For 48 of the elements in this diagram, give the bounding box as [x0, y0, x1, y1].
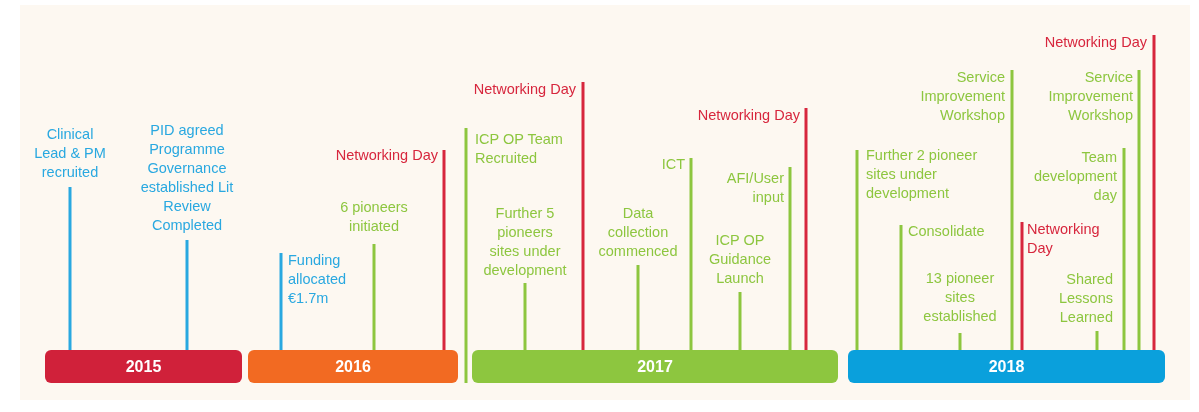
leader-line: [958, 333, 962, 350]
leader-line: [1095, 331, 1099, 350]
leader-line: [636, 265, 640, 350]
event-label: Further 5 pioneers sites under development: [483, 204, 567, 280]
event-label: Networking Day: [1027, 220, 1117, 258]
event-label: ICP OP Team Recruited: [475, 130, 585, 168]
leader-line: [689, 158, 693, 350]
event-label: PID agreed Programme Governance established Lit Review Completed: [140, 121, 234, 235]
event-label: Funding allocated €1.7m: [288, 251, 368, 308]
year-bar: 2018: [848, 350, 1165, 383]
leader-line: [442, 150, 446, 350]
event-label: Service Improvement Workshop: [900, 68, 1005, 125]
event-label: 13 pioneer sites established: [914, 269, 1006, 326]
leader-line: [899, 225, 903, 350]
event-label: Data collection commenced: [594, 204, 682, 261]
leader-line: [523, 283, 527, 350]
event-label: Shared Lessons Learned: [1040, 270, 1113, 327]
leader-line: [372, 244, 376, 350]
event-label: Clinical Lead & PM recruited: [30, 125, 110, 182]
year-bar: 2016: [248, 350, 458, 383]
leader-line: [1152, 35, 1156, 350]
leader-line: [279, 253, 283, 350]
leader-line: [1137, 70, 1141, 350]
year-bar: 2017: [472, 350, 838, 383]
event-label: Networking Day: [446, 80, 576, 99]
leader-line: [855, 150, 859, 350]
event-label: Networking Day: [1010, 33, 1147, 52]
leader-line: [738, 292, 742, 350]
leader-line: [804, 108, 808, 350]
leader-line: [788, 167, 792, 350]
event-label: 6 pioneers initiated: [324, 198, 424, 236]
event-label: ICP OP Guidance Launch: [700, 231, 780, 288]
leader-line: [464, 128, 468, 383]
year-bar: 2015: [45, 350, 242, 383]
event-label: ICT: [640, 155, 685, 174]
event-label: Networking Day: [670, 106, 800, 125]
leader-line: [1010, 70, 1014, 350]
event-label: Team development day: [1020, 148, 1117, 205]
event-label: Consolidate: [908, 222, 1004, 241]
leader-line: [1020, 222, 1024, 350]
leader-line: [68, 187, 72, 350]
leader-line: [1122, 148, 1126, 350]
event-label: Service Improvement Workshop: [1028, 68, 1133, 125]
leader-line: [185, 240, 189, 350]
event-label: Networking Day: [306, 146, 438, 165]
event-label: Further 2 pioneer sites under development: [866, 146, 996, 203]
leader-line: [581, 82, 585, 350]
event-label: AFI/User input: [710, 169, 784, 207]
